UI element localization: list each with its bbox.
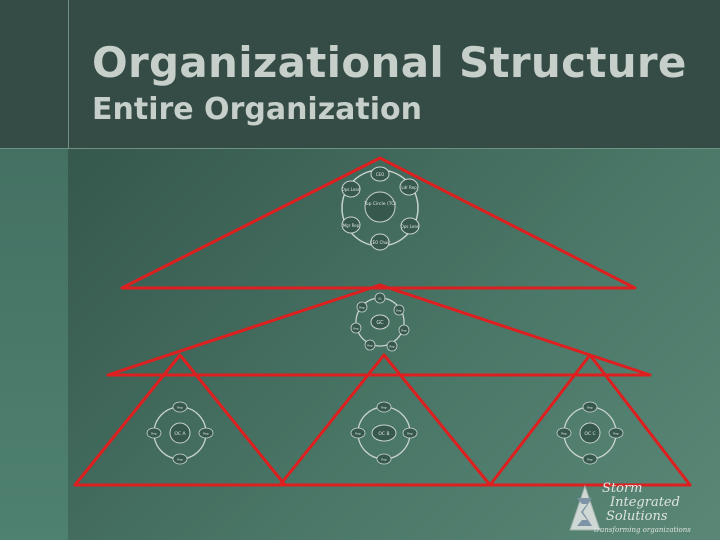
svg-text:Rep: Rep	[389, 345, 395, 349]
svg-text:CEO Chair: CEO Chair	[370, 240, 391, 245]
unit-a-node-left: Rep	[146, 427, 162, 439]
svg-text:GL: GL	[378, 297, 382, 301]
unit-b-node-bottom: Rep	[376, 453, 392, 465]
top-circle-center: Top Circle (TC)	[363, 191, 396, 223]
svg-text:Rep: Rep	[355, 432, 361, 436]
unit-b-triangle	[278, 353, 492, 487]
svg-text:CEO: CEO	[376, 172, 384, 177]
unit-a-node-bottom: Rep	[172, 453, 188, 465]
unit-b-center: OC B	[371, 424, 397, 442]
slide-title: Organizational Structure	[92, 38, 687, 87]
svg-text:OC C: OC C	[584, 431, 595, 437]
unit-a-node-right: Rep	[198, 427, 214, 439]
unit-c-node-left: Rep	[556, 427, 572, 439]
mid-ring-node: GL	[374, 292, 386, 304]
unit-c-node-right: Rep	[608, 427, 624, 439]
svg-text:Rep: Rep	[203, 432, 209, 436]
svg-text:Rep: Rep	[151, 432, 157, 436]
header-horizontal-rule	[0, 148, 720, 149]
header-vertical-rule	[68, 0, 69, 148]
unit-c-circle-group: OC C Rep Rep Rep Rep	[556, 401, 624, 465]
unit-a-circle-group: OC A Rep Rep Rep Rep	[146, 401, 214, 465]
svg-text:Ops Lead: Ops Lead	[401, 224, 420, 229]
unit-a-node-top: Rep	[172, 401, 188, 413]
svg-text:Mgr Rep: Mgr Rep	[343, 223, 360, 228]
svg-text:Rep: Rep	[407, 432, 413, 436]
top-ring-node: Mgr Rep	[341, 216, 361, 234]
svg-text:Rep: Rep	[401, 329, 407, 333]
unit-b-node-top: Rep	[376, 401, 392, 413]
top-level-triangle	[120, 156, 637, 290]
top-circle-group: Top Circle (TC) CEO Ops Lead Ldr Rep Mgr…	[341, 166, 420, 251]
mid-ring-node: Rep	[364, 339, 376, 351]
svg-text:Ldr Rep: Ldr Rep	[401, 185, 417, 190]
company-logo: Storm Integrated Solutions transforming …	[568, 480, 698, 536]
mid-ring-node: Rep	[386, 340, 398, 352]
top-circle-center-label: Top Circle (TC)	[363, 201, 396, 207]
top-ring-node: Ldr Rep	[399, 178, 419, 196]
svg-text:Rep: Rep	[587, 458, 593, 462]
svg-text:Ops Lead: Ops Lead	[342, 187, 361, 192]
svg-text:OC B: OC B	[378, 431, 389, 437]
top-ring-node: CEO	[370, 166, 390, 182]
mid-circle-center: GC	[370, 314, 390, 330]
mid-circle-center-label: GC	[376, 320, 384, 326]
svg-text:Rep: Rep	[177, 458, 183, 462]
logo-line-1: Storm	[602, 481, 643, 496]
logo-tagline: transforming organizations	[594, 526, 691, 534]
mid-ring-node: Rep	[350, 322, 362, 334]
top-ring-node: Ops Lead	[341, 180, 361, 198]
svg-text:Rep: Rep	[359, 306, 365, 310]
svg-text:Rep: Rep	[177, 406, 183, 410]
svg-text:Rep: Rep	[587, 406, 593, 410]
svg-text:Rep: Rep	[613, 432, 619, 436]
mid-ring-node: Rep	[398, 324, 410, 336]
svg-text:Rep: Rep	[381, 406, 387, 410]
slide-subtitle: Entire Organization	[92, 92, 423, 127]
svg-text:Rep: Rep	[353, 327, 359, 331]
unit-a-triangle	[73, 353, 287, 487]
svg-text:Rep: Rep	[561, 432, 567, 436]
svg-text:Rep: Rep	[367, 344, 373, 348]
middle-level-triangle	[106, 283, 652, 377]
top-ring-node: CEO Chair	[370, 233, 391, 251]
svg-text:Rep: Rep	[396, 309, 402, 313]
unit-c-node-top: Rep	[582, 401, 598, 413]
mid-ring-node: Rep	[356, 301, 368, 313]
unit-c-center: OC C	[579, 422, 601, 444]
storm-logo-icon	[569, 484, 601, 531]
unit-c-triangle	[488, 353, 692, 487]
logo-line-3: Solutions	[606, 509, 668, 524]
unit-b-circle-group: OC B Rep Rep Rep Rep	[350, 401, 418, 465]
unit-b-node-right: Rep	[402, 427, 418, 439]
unit-b-node-left: Rep	[350, 427, 366, 439]
unit-a-center: OC A	[169, 422, 191, 444]
header-band	[0, 0, 720, 148]
logo-line-2: Integrated	[610, 495, 680, 510]
mid-circle-group: GC GL Rep Rep Rep Rep Rep Rep	[350, 292, 410, 352]
top-ring-node: Ops Lead	[400, 217, 420, 235]
svg-text:Rep: Rep	[381, 458, 387, 462]
unit-c-node-bottom: Rep	[582, 453, 598, 465]
mid-ring-node: Rep	[393, 304, 405, 316]
svg-text:OC A: OC A	[174, 431, 186, 437]
